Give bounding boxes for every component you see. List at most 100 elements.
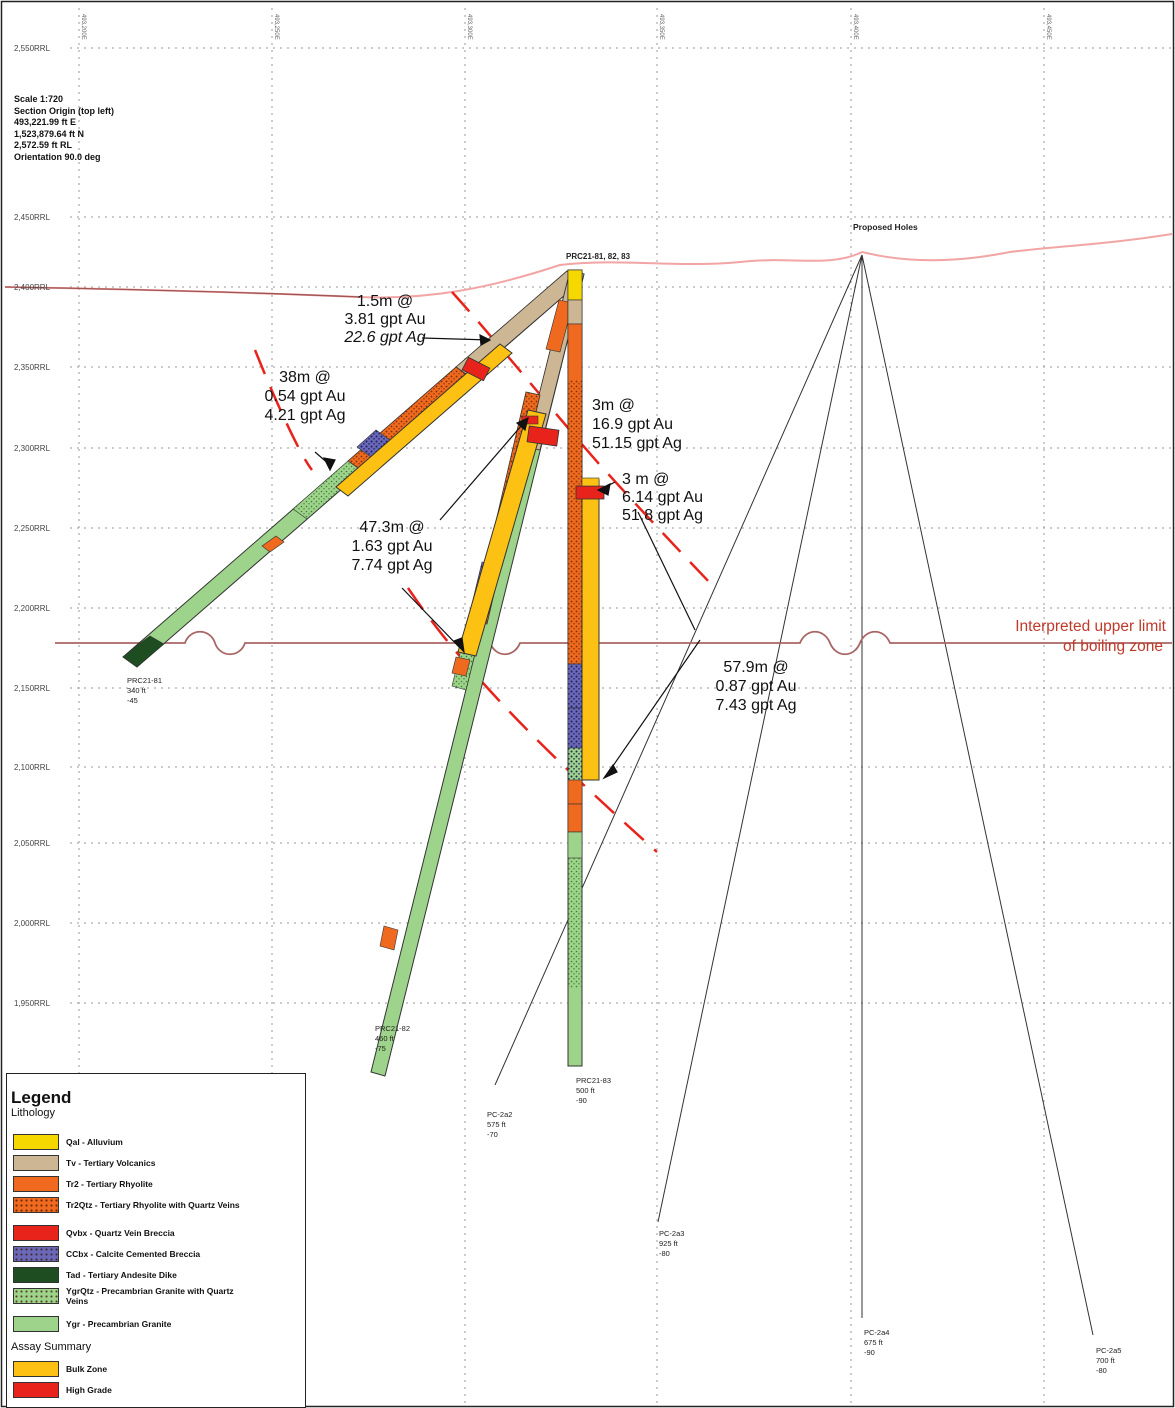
hole-81-dip: -45 <box>127 696 138 705</box>
hole-label-prc21-83: PRC21-83 500 ft -90 <box>576 1076 611 1105</box>
legend-item: Tv - Tertiary Volcanics <box>13 1154 256 1172</box>
legend-swatch <box>13 1176 59 1192</box>
rl-label: 1,950RRL <box>14 999 51 1008</box>
intercept-5-line-1: 47.3m @ <box>359 519 424 536</box>
hole-82-name: PRC21-82 <box>375 1024 410 1033</box>
drill-hole-prc21-81 <box>122 270 582 668</box>
legend-item: Qvbx - Quartz Vein Breccia <box>13 1224 256 1242</box>
intercept-3: 3m @ 16.9 gpt Au 51.15 gpt Ag <box>592 397 682 452</box>
intercept-6: 57.9m @ 0.87 gpt Au 7.43 gpt Ag <box>716 659 797 714</box>
intercept-2-line-1: 38m @ <box>279 369 331 386</box>
intercept-4-line-2: 6.14 gpt Au <box>622 489 703 506</box>
easting-label: 493,350E <box>658 14 664 40</box>
pc-2a5-length: 700 ft <box>1096 1356 1116 1365</box>
legend-item: Ygr - Precambrian Granite <box>13 1315 256 1333</box>
legend-item: Tad - Tertiary Andesite Dike <box>13 1266 256 1284</box>
hole-83-name: PRC21-83 <box>576 1076 611 1085</box>
section-info-line: Scale 1:720 <box>14 94 64 104</box>
hole-81-name: PRC21-81 <box>127 676 162 685</box>
rl-label: 2,100RRL <box>14 763 51 772</box>
rl-axis-labels: 2,550RRL2,450RRL2,400RRL2,350RRL2,300RRL… <box>14 44 51 1008</box>
intercept-4-line-3: 51.8 gpt Ag <box>622 507 703 524</box>
legend-item: Tr2Qtz - Tertiary Rhyolite with Quartz V… <box>13 1196 256 1214</box>
pc-2a4-dip: -90 <box>864 1348 875 1357</box>
pc-2a3-dip: -80 <box>659 1249 670 1258</box>
legend-swatch <box>13 1134 59 1150</box>
hole-82-length: 460 ft <box>375 1034 395 1043</box>
collar-label: PRC21-81, 82, 83 <box>566 252 631 261</box>
legend-label: Ygr - Precambrian Granite <box>66 1319 172 1329</box>
pc-2a4-length: 675 ft <box>864 1338 884 1347</box>
boiling-zone-line1: Interpreted upper limit <box>1015 618 1166 635</box>
boiling-zone-line <box>55 630 1172 656</box>
legend-label: Tv - Tertiary Volcanics <box>66 1158 156 1168</box>
proposed-holes-label: Proposed Holes <box>853 222 918 232</box>
legend-swatch <box>13 1382 59 1398</box>
easting-label: 493,450E <box>1045 14 1051 40</box>
assay-heading: Assay Summary <box>11 1341 92 1353</box>
intercept-1-line-1: 1.5m @ <box>357 293 413 310</box>
legend-swatch <box>13 1316 59 1332</box>
intercept-6-line-3: 7.43 gpt Ag <box>716 697 797 714</box>
intercept-5-line-3: 7.74 gpt Ag <box>352 557 433 574</box>
pc-2a2-length: 575 ft <box>487 1120 507 1129</box>
pc-2a2-name: PC-2a2 <box>487 1110 512 1119</box>
intercept-2-line-2: 0.54 gpt Au <box>265 388 346 405</box>
lithology-heading: Lithology <box>11 1107 56 1119</box>
topography-line-dark <box>4 286 361 298</box>
hole-label-pc-2a2: PC-2a2 575 ft -70 <box>487 1110 512 1139</box>
hole-81-length: 340 ft <box>127 686 147 695</box>
legend-label: High Grade <box>66 1385 112 1395</box>
legend-item: CCbx - Calcite Cemented Breccia <box>13 1245 256 1263</box>
rl-label: 2,050RRL <box>14 839 51 848</box>
intercept-3-line-2: 16.9 gpt Au <box>592 416 673 433</box>
rl-label: 2,000RRL <box>14 919 51 928</box>
pc-2a3-length: 925 ft <box>659 1239 679 1248</box>
intercept-1-line-3: 22.6 gpt Ag <box>343 329 425 346</box>
legend-label: Tad - Tertiary Andesite Dike <box>66 1270 177 1280</box>
legend-label: Qal - Alluvium <box>66 1137 123 1147</box>
section-info-line: Section Origin (top left) <box>14 105 114 116</box>
section-info: Scale 1:720 Section Origin (top left) 49… <box>14 94 114 163</box>
legend-swatch <box>13 1197 59 1213</box>
section-info-line: 2,572.59 ft RL <box>14 140 73 150</box>
rl-label: 2,400RRL <box>14 283 51 292</box>
intercept-4: 3 m @ 6.14 gpt Au 51.8 gpt Ag <box>622 471 703 524</box>
intercept-5: 47.3m @ 1.63 gpt Au 7.74 gpt Ag <box>352 519 433 574</box>
easting-label: 493,400E <box>852 14 858 40</box>
intercept-1-line-2: 3.81 gpt Au <box>345 311 426 328</box>
legend-swatch <box>13 1155 59 1171</box>
section-info-line: 1,523,879.64 ft N <box>14 128 85 139</box>
legend-label: Tr2Qtz - Tertiary Rhyolite with Quartz V… <box>66 1200 240 1210</box>
legend-item: Qal - Alluvium <box>13 1133 256 1151</box>
rl-label: 2,350RRL <box>14 363 51 372</box>
legend-item: Tr2 - Tertiary Rhyolite <box>13 1175 256 1193</box>
legend-swatch <box>13 1246 59 1262</box>
easting-label: 493,300E <box>466 14 472 40</box>
easting-label: 493,200E <box>80 14 86 40</box>
rl-label: 2,300RRL <box>14 444 51 453</box>
hole-label-pc-2a3: PC-2a3 925 ft -80 <box>659 1229 684 1258</box>
rl-label: 2,250RRL <box>14 524 51 533</box>
section-info-line: 493,221.99 ft E <box>14 117 77 127</box>
hole-label-prc21-81: PRC21-81 340 ft -45 <box>127 676 162 705</box>
intercept-5-line-2: 1.63 gpt Au <box>352 538 433 555</box>
legend-item: High Grade <box>13 1381 256 1399</box>
topography-line <box>4 233 1173 299</box>
intercept-3-line-3: 51.15 gpt Ag <box>592 435 682 452</box>
intercept-6-line-2: 0.87 gpt Au <box>716 678 797 695</box>
section-grid <box>70 8 1172 1406</box>
intercept-2-line-3: 4.21 gpt Ag <box>265 407 346 424</box>
legend-swatch <box>13 1288 59 1304</box>
legend-item: Bulk Zone <box>13 1360 256 1378</box>
intercept-1: 1.5m @ 3.81 gpt Au 22.6 gpt Ag <box>343 293 425 346</box>
intercept-labels: 1.5m @ 3.81 gpt Au 22.6 gpt Ag 38m @ 0.5… <box>265 293 797 714</box>
rl-label: 2,200RRL <box>14 604 51 613</box>
drill-hole-prc21-82 <box>370 270 585 1077</box>
legend-swatch <box>13 1267 59 1283</box>
drill-hole-labels: PRC21-81 340 ft -45 PRC21-82 460 ft -75 … <box>127 676 1121 1375</box>
pc-2a5-name: PC-2a5 <box>1096 1346 1121 1355</box>
proposed-holes <box>494 254 1094 1336</box>
hole-83-dip: -90 <box>576 1096 587 1105</box>
